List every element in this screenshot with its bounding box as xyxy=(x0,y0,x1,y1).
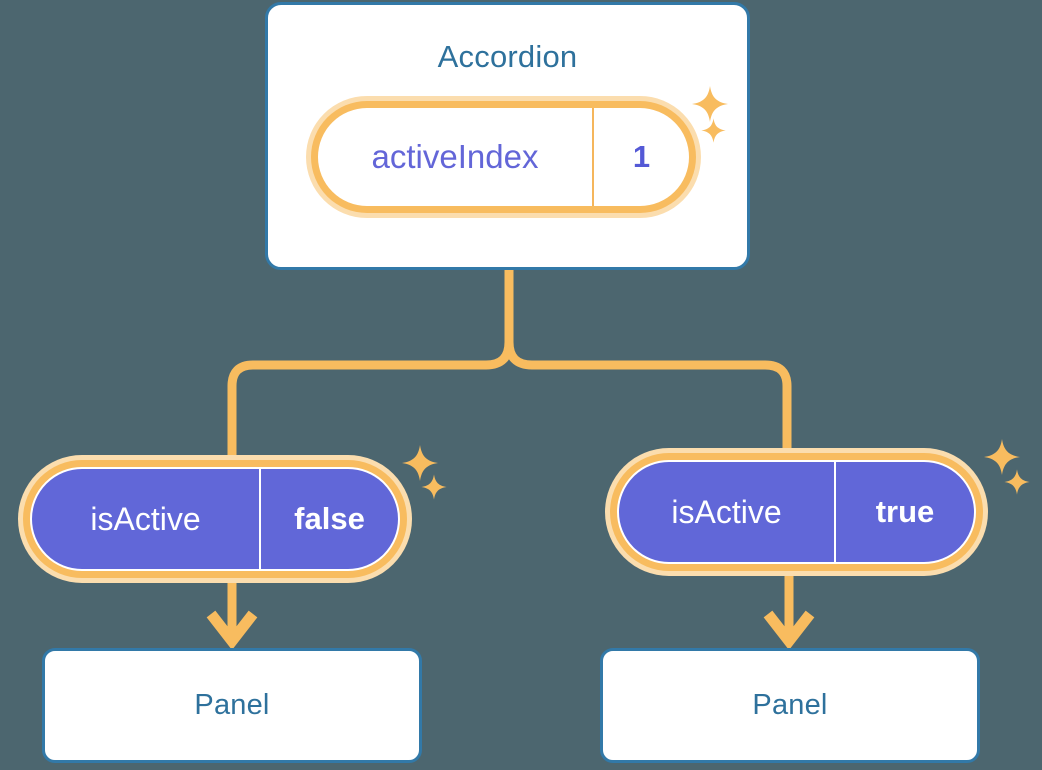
arrow-group-right xyxy=(763,576,815,650)
sparkle-icon-right-small xyxy=(1004,469,1030,495)
state-pill-is-active-true[interactable]: isActive true xyxy=(605,448,988,576)
connector-branch-right xyxy=(504,341,792,448)
state-pill-body: activeIndex 1 xyxy=(318,108,689,206)
panel-title: Panel xyxy=(194,689,270,721)
panel-title: Panel xyxy=(752,689,828,721)
state-pill-ring: isActive true xyxy=(610,453,983,571)
panel-component-card-right[interactable]: Panel xyxy=(600,648,980,763)
state-pill-body: isActive false xyxy=(30,467,400,571)
state-pill-body: isActive true xyxy=(617,460,976,564)
state-pill-active-index[interactable]: activeIndex 1 xyxy=(306,96,701,218)
arrow-down-icon-right xyxy=(763,610,815,650)
arrow-down-icon-left xyxy=(206,610,258,650)
state-pill-is-active-false[interactable]: isActive false xyxy=(18,455,412,583)
state-value-label: false xyxy=(294,501,365,536)
sparkle-icon-right-large xyxy=(984,439,1020,475)
state-pill-ring: activeIndex 1 xyxy=(311,101,696,213)
state-value-label: true xyxy=(875,494,935,529)
state-value-label: 1 xyxy=(632,139,651,174)
state-pill-ring: isActive false xyxy=(23,460,407,578)
connector-branch-left xyxy=(227,341,514,455)
state-key-label: activeIndex xyxy=(318,108,594,206)
panel-component-card-left[interactable]: Panel xyxy=(42,648,422,763)
accordion-title: Accordion xyxy=(437,39,578,74)
sparkle-icon-left-small xyxy=(421,474,447,500)
arrow-group-left xyxy=(206,583,258,650)
sparkle-icon-left-large xyxy=(402,445,438,481)
state-key-label: isActive xyxy=(619,462,836,562)
state-key-label: isActive xyxy=(32,469,261,569)
